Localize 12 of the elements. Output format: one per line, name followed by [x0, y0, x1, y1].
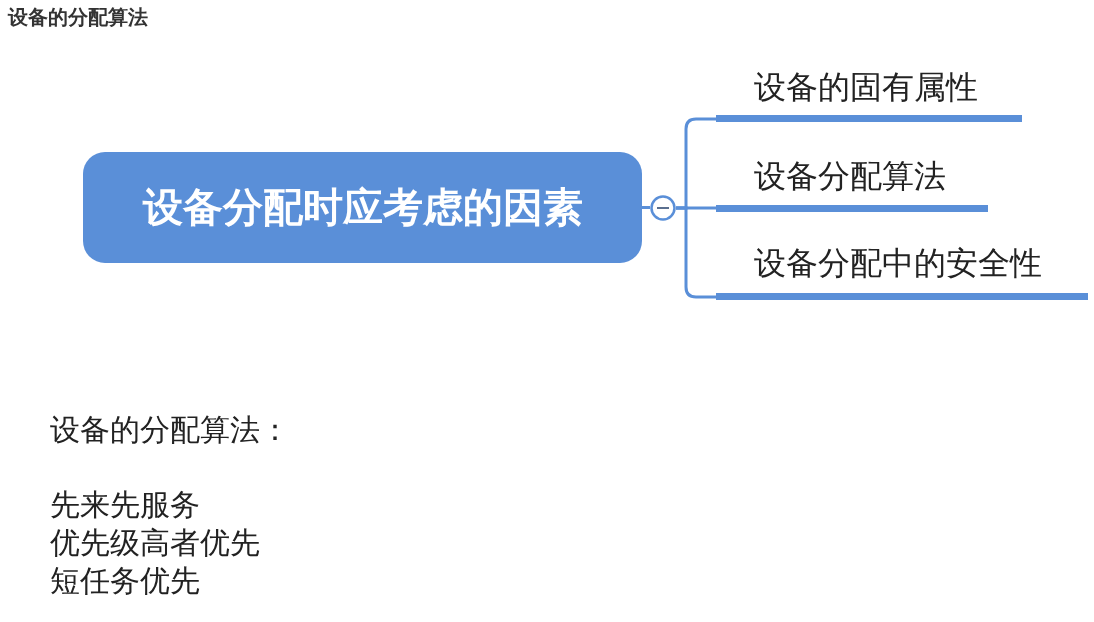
- note-text: 设备的分配算法：: [50, 412, 290, 448]
- note-text: 优先级高者优先: [50, 525, 260, 561]
- central-topic-box: 设备分配时应考虑的因素: [83, 152, 642, 263]
- topic-label: 设备的固有属性: [716, 62, 1022, 122]
- connector-line: [676, 206, 716, 299]
- note-text: 短任务优先: [50, 563, 200, 599]
- connector-line: [642, 206, 650, 209]
- collapse-icon: [650, 195, 676, 221]
- topic-label: 设备分配算法: [716, 151, 988, 212]
- page-title: 设备的分配算法: [8, 4, 148, 31]
- note-text: 先来先服务: [50, 487, 200, 523]
- topic-label: 设备分配中的安全性: [716, 238, 1088, 300]
